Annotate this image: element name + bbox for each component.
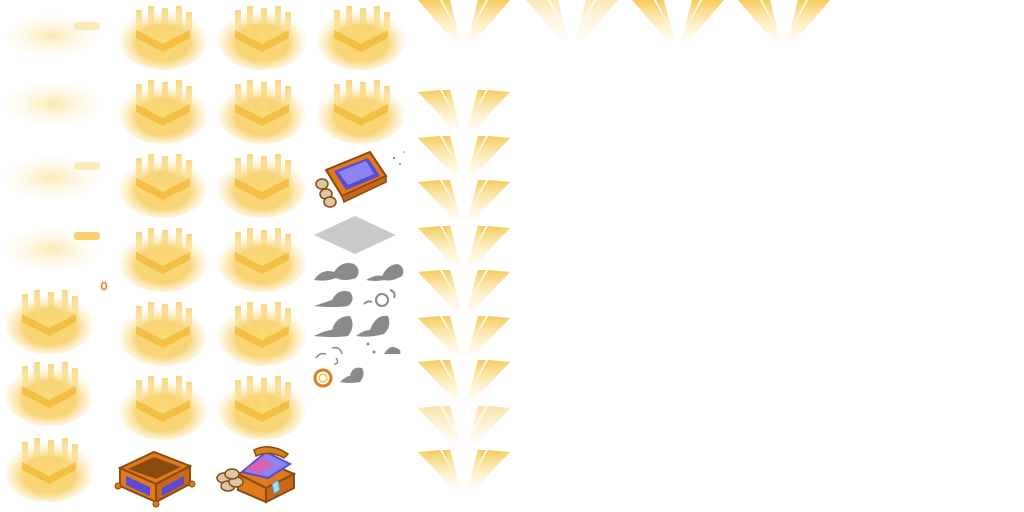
smoke-puff [338,364,366,386]
smoke-puff [312,258,364,284]
light-rays [414,224,514,266]
chest-open-glow [118,4,208,70]
light-rays [628,0,728,42]
smoke-puff [354,312,394,340]
smoke-puff [312,312,358,340]
chest-open-glow [217,226,307,292]
light-rays [414,404,514,446]
chest-open-glow [118,374,208,440]
light-rays [414,268,514,310]
chest-open-glow [316,4,406,70]
light-rays [414,0,514,42]
smoke-puff [364,260,408,284]
chest-with-treasure [214,444,298,506]
chest-glow-faint [2,224,102,274]
chest-empty [114,444,196,508]
chest-glow-faint [2,8,102,63]
light-rays [414,134,514,176]
chest-open-glow [4,288,94,354]
chest-open-glow [316,78,406,144]
light-rays [522,0,622,42]
chest-glow-faint [2,152,102,202]
chest-open-glow [118,226,208,292]
chest-open-glow [118,78,208,144]
chest-open-glow [217,78,307,144]
chest-open-glow [217,152,307,218]
chest-open-glow [217,300,307,366]
smoke-puff [360,340,404,360]
chest-lid [312,148,408,212]
chest-open-glow [118,300,208,366]
light-rays [414,314,514,356]
smoke-puff [312,286,358,310]
light-rays [414,358,514,400]
chest-shadow [312,214,398,256]
smoke-puff [360,286,400,310]
chest-open-glow [217,374,307,440]
light-rays [414,178,514,220]
light-rays [414,448,514,490]
chest-open-glow [217,4,307,70]
coin-ring [312,366,336,390]
smoke-puff [312,342,352,366]
chest-open-glow [118,152,208,218]
chest-glow-faint [2,80,104,130]
light-rays [414,88,514,130]
spark-ring-small [100,281,108,291]
light-rays [734,0,834,42]
chest-open-glow [4,436,94,502]
chest-open-glow [4,360,94,426]
